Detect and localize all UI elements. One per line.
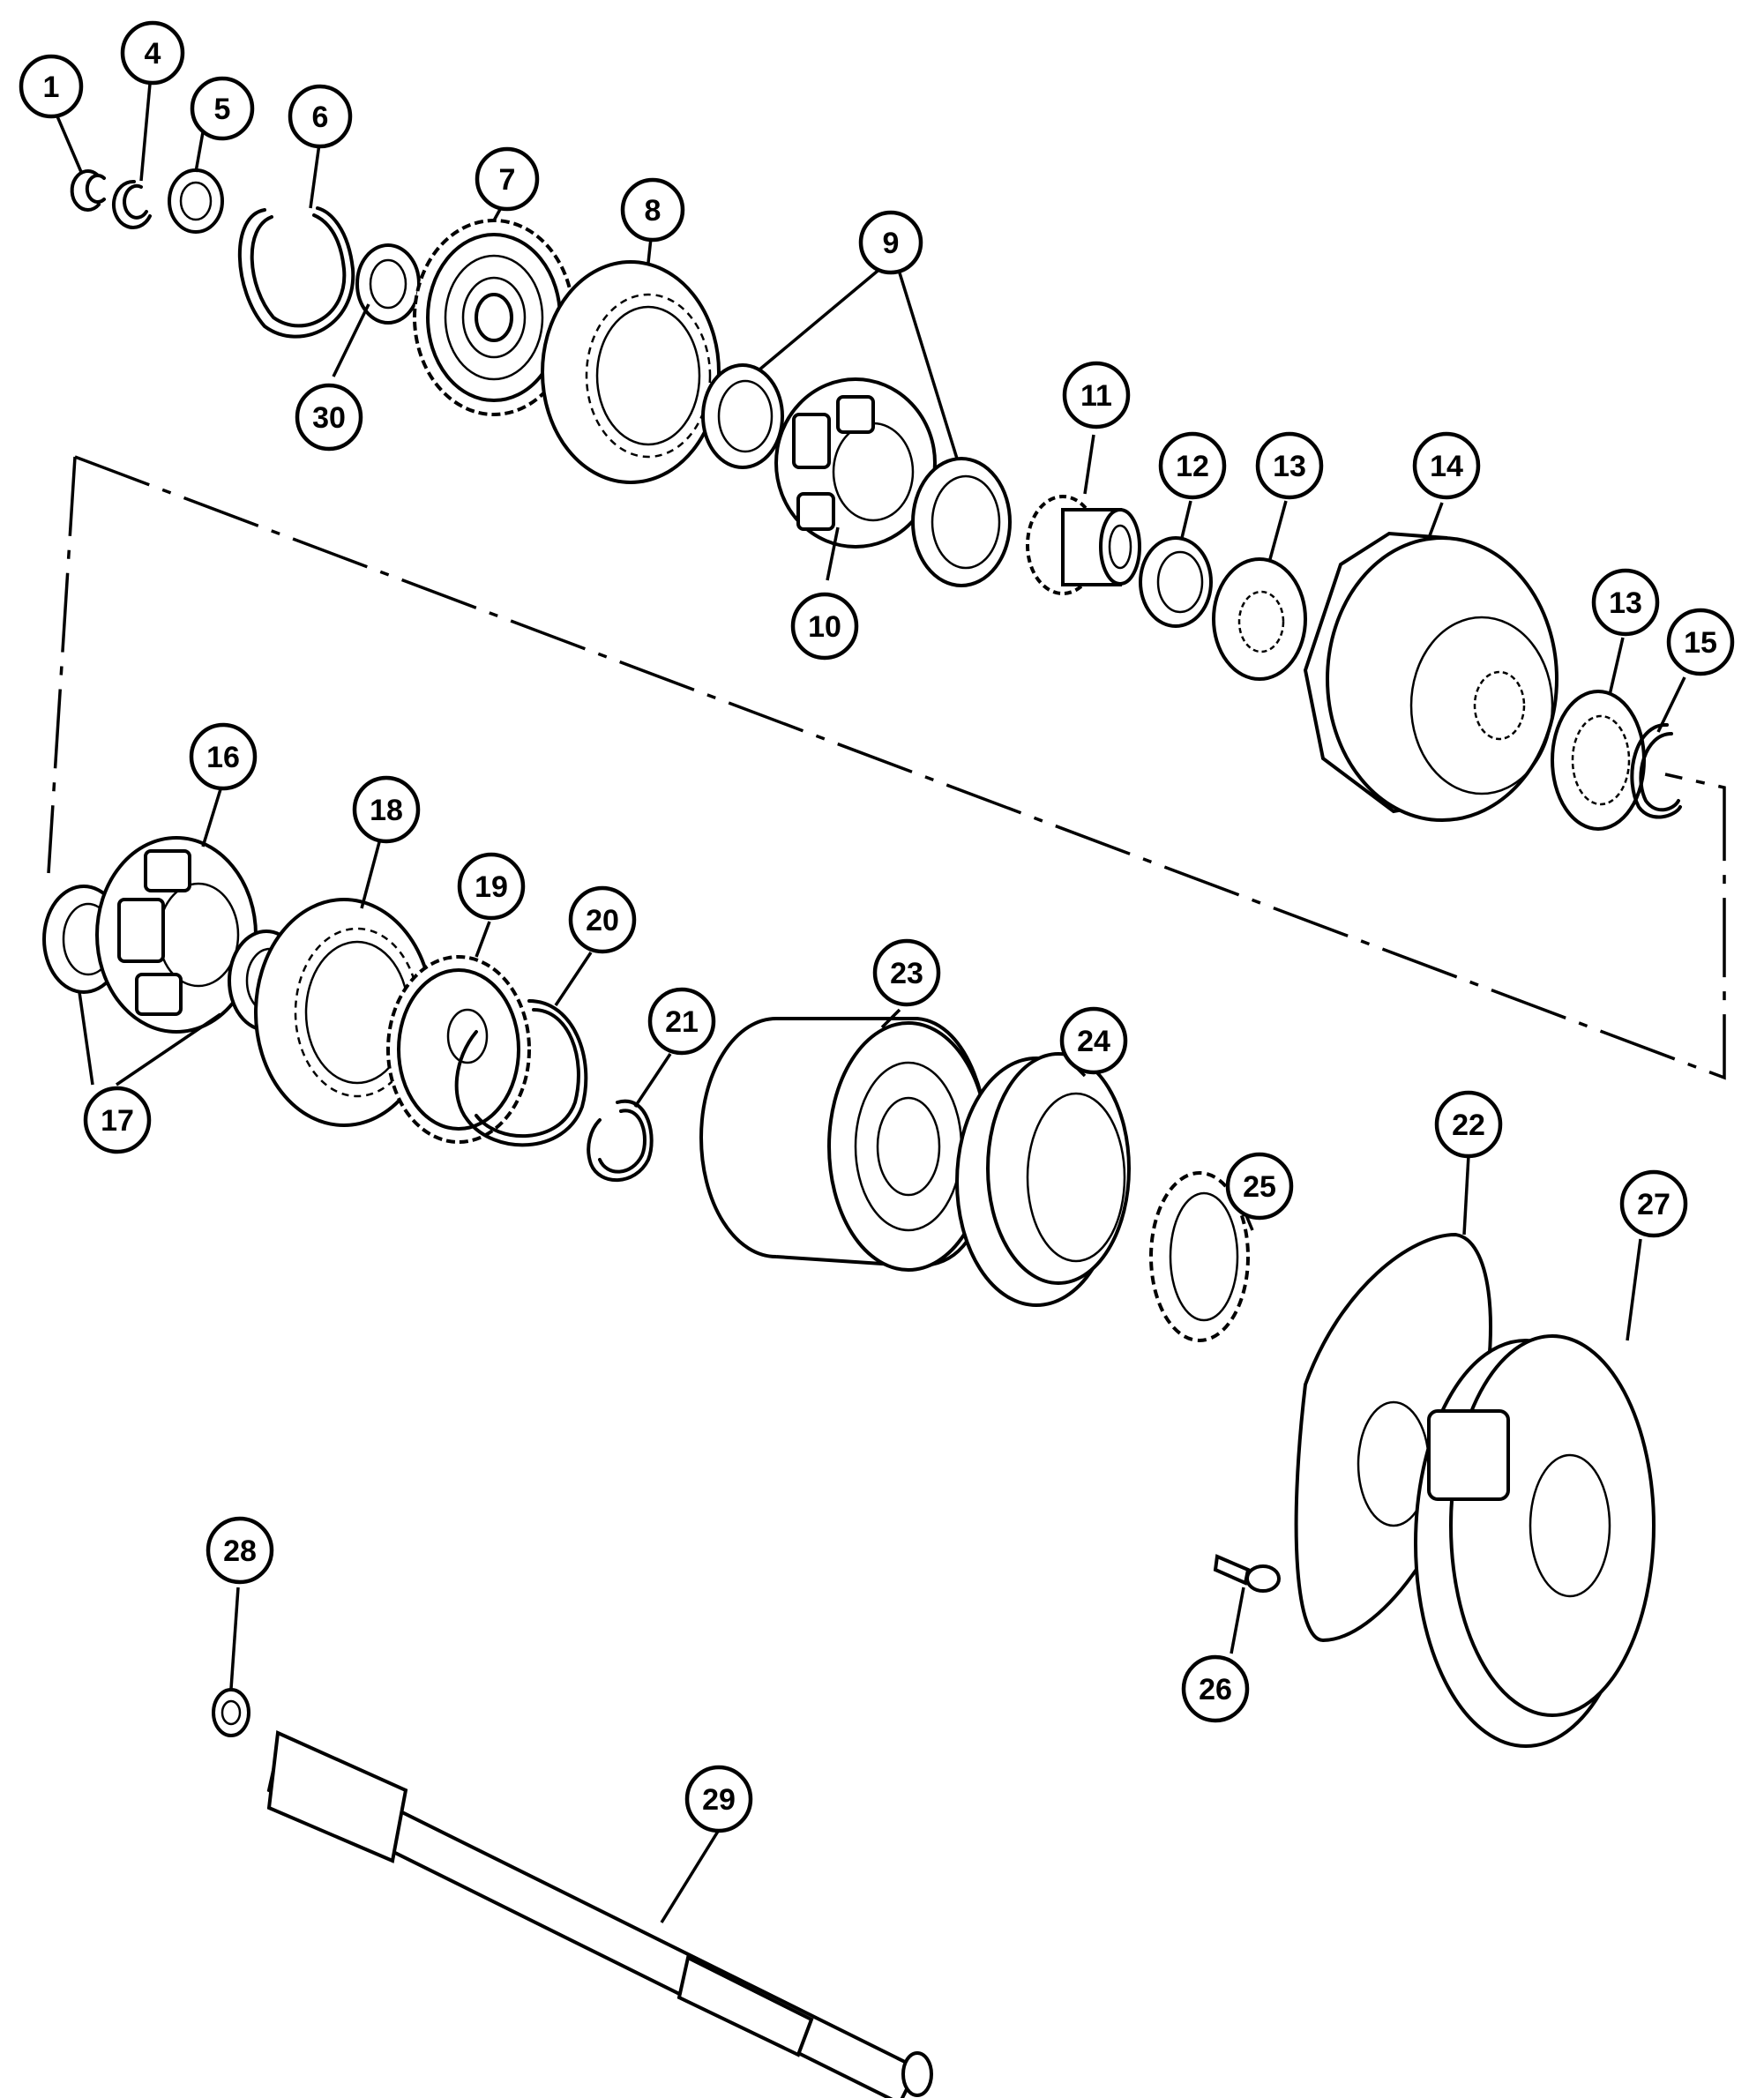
part-1-snap-ring bbox=[70, 169, 106, 212]
part-6-snap-ring bbox=[237, 206, 355, 339]
svg-text:23: 23 bbox=[890, 957, 923, 990]
part-19-sun-gear bbox=[386, 955, 531, 1144]
part-5-washer bbox=[168, 168, 224, 234]
svg-text:26: 26 bbox=[1199, 1673, 1232, 1706]
part-13-thrust-washer-lower bbox=[1551, 690, 1646, 831]
dashed-assembly-line bbox=[47, 455, 1726, 1080]
part-9-thrust-bearing-right bbox=[911, 457, 1012, 587]
svg-text:17: 17 bbox=[101, 1104, 134, 1138]
part-14-sun-gear-drum bbox=[1303, 531, 1558, 822]
callout-10: 10 bbox=[790, 592, 859, 661]
svg-text:21: 21 bbox=[665, 1005, 699, 1039]
callout-6: 6 bbox=[288, 84, 353, 149]
svg-text:25: 25 bbox=[1243, 1170, 1276, 1204]
svg-text:1: 1 bbox=[43, 71, 60, 104]
svg-text:10: 10 bbox=[808, 610, 841, 644]
callout-27: 27 bbox=[1619, 1169, 1688, 1238]
part-9-thrust-bearing-left bbox=[701, 363, 784, 469]
callout-28: 28 bbox=[206, 1516, 274, 1585]
callout-13-lower: 13 bbox=[1591, 568, 1660, 637]
callout-23: 23 bbox=[872, 938, 941, 1007]
svg-text:18: 18 bbox=[370, 794, 403, 827]
part-20-snap-ring bbox=[454, 999, 588, 1147]
svg-text:27: 27 bbox=[1637, 1188, 1671, 1221]
svg-text:5: 5 bbox=[214, 93, 231, 126]
svg-text:29: 29 bbox=[702, 1783, 736, 1817]
part-13-thrust-washer-upper bbox=[1212, 557, 1307, 681]
callout-11: 11 bbox=[1062, 361, 1131, 429]
part-12-bushing bbox=[1139, 536, 1213, 628]
callout-12: 12 bbox=[1158, 431, 1227, 500]
callout-4: 4 bbox=[120, 20, 185, 86]
part-28-washer bbox=[212, 1688, 250, 1737]
svg-text:14: 14 bbox=[1430, 450, 1463, 483]
part-15-snap-ring bbox=[1630, 722, 1682, 819]
svg-text:16: 16 bbox=[206, 741, 240, 774]
svg-text:30: 30 bbox=[312, 401, 346, 435]
callout-8: 8 bbox=[620, 177, 685, 243]
callout-29: 29 bbox=[684, 1765, 753, 1833]
callout-20: 20 bbox=[568, 885, 637, 954]
callout-25: 25 bbox=[1225, 1152, 1294, 1221]
part-10-planet-carrier bbox=[774, 377, 937, 549]
part-24-clutch-piston bbox=[955, 1052, 1131, 1307]
callout-22: 22 bbox=[1434, 1090, 1503, 1159]
part-23-clutch-drum bbox=[699, 1017, 990, 1272]
callout-21: 21 bbox=[647, 987, 716, 1056]
svg-text:13: 13 bbox=[1609, 586, 1642, 620]
part-29-shaft bbox=[266, 1730, 933, 2098]
part-27-pump-assembly bbox=[1414, 1334, 1656, 1748]
callout-16: 16 bbox=[189, 722, 258, 791]
part-21-snap-ring bbox=[587, 1099, 654, 1183]
callout-7: 7 bbox=[475, 146, 540, 212]
callout-19: 19 bbox=[457, 852, 526, 921]
svg-text:22: 22 bbox=[1452, 1109, 1485, 1142]
part-26-bolt bbox=[1213, 1554, 1281, 1593]
callout-9: 9 bbox=[858, 210, 923, 275]
part-25-one-way-clutch bbox=[1149, 1171, 1250, 1342]
callout-18: 18 bbox=[352, 775, 421, 844]
svg-text:6: 6 bbox=[312, 101, 329, 134]
svg-text:12: 12 bbox=[1176, 450, 1209, 483]
callout-5: 5 bbox=[190, 76, 255, 141]
svg-text:19: 19 bbox=[475, 870, 508, 904]
part-7-sun-gear bbox=[413, 219, 575, 416]
callout-13-upper: 13 bbox=[1255, 431, 1324, 500]
svg-text:11: 11 bbox=[1080, 379, 1112, 413]
svg-text:15: 15 bbox=[1684, 626, 1717, 660]
svg-text:20: 20 bbox=[586, 904, 619, 937]
part-4-snap-ring bbox=[111, 179, 152, 229]
svg-text:9: 9 bbox=[883, 227, 900, 260]
callout-30: 30 bbox=[295, 383, 363, 452]
callout-14: 14 bbox=[1412, 431, 1481, 500]
part-8-ring-gear bbox=[541, 260, 721, 484]
svg-text:13: 13 bbox=[1273, 450, 1306, 483]
svg-text:24: 24 bbox=[1077, 1025, 1110, 1058]
svg-text:7: 7 bbox=[499, 163, 516, 197]
svg-text:28: 28 bbox=[223, 1534, 257, 1568]
callout-15: 15 bbox=[1666, 608, 1735, 676]
callout-17: 17 bbox=[83, 1086, 152, 1154]
svg-text:8: 8 bbox=[645, 194, 662, 228]
callout-24: 24 bbox=[1059, 1006, 1128, 1075]
part-16-planet-carrier bbox=[95, 836, 258, 1034]
callout-1: 1 bbox=[19, 54, 84, 119]
callout-26: 26 bbox=[1181, 1654, 1250, 1723]
svg-text:4: 4 bbox=[145, 37, 161, 71]
part-11-splined-hub bbox=[1026, 495, 1141, 595]
